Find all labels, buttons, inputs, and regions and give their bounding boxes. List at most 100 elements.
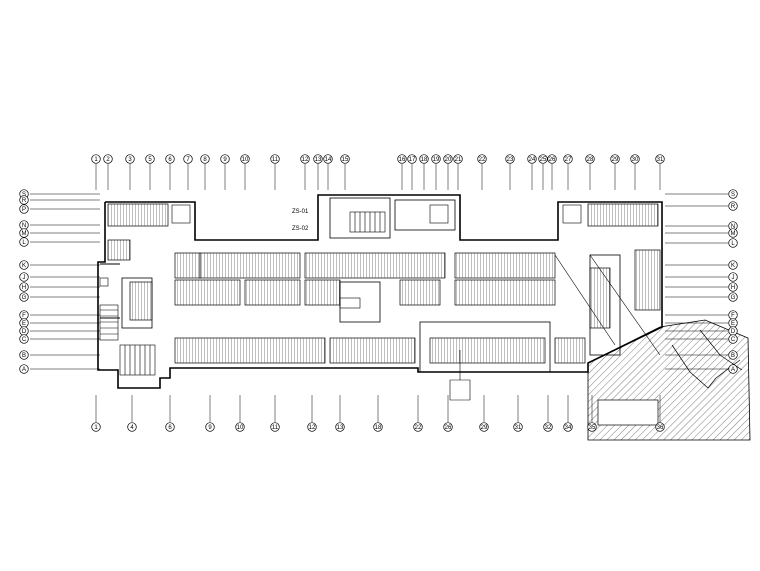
axis-marker-top: 8 <box>200 154 210 164</box>
axis-marker-right-label: B <box>731 353 735 359</box>
axis-marker-left-label: D <box>22 329 27 335</box>
axis-marker-bottom-label: 26 <box>445 425 452 431</box>
axis-marker-top: 31 <box>655 154 665 164</box>
axis-marker-right-label: R <box>731 204 736 210</box>
axis-marker-top-label: 7 <box>186 157 190 163</box>
axis-marker-right-label: K <box>731 263 735 269</box>
axis-marker-top: 3 <box>125 154 135 164</box>
axis-marker-bottom-label: 36 <box>657 425 664 431</box>
axis-marker-bottom: 34 <box>563 422 573 432</box>
parking-stall-row <box>454 252 556 279</box>
axis-marker-right-label: F <box>731 313 735 319</box>
axis-marker-left-label: L <box>22 240 26 246</box>
stair-details <box>99 204 582 401</box>
axis-marker-top: 18 <box>419 154 429 164</box>
parking-stall-row <box>244 279 301 306</box>
axis-marker-bottom: 26 <box>443 422 453 432</box>
axis-marker-left-label: C <box>22 337 27 343</box>
axis-marker-bottom: 13 <box>335 422 345 432</box>
axis-marker-top-label: 28 <box>587 157 594 163</box>
axis-marker-left-label: N <box>22 223 26 229</box>
axis-marker-top-label: 24 <box>529 157 536 163</box>
parking-stall-row <box>107 239 131 261</box>
axis-marker-top: 14 <box>323 154 333 164</box>
axis-marker-right: L <box>728 238 738 248</box>
axis-marker-top: 2 <box>103 154 113 164</box>
axis-marker-bottom: 12 <box>307 422 317 432</box>
axis-marker-right-label: E <box>731 321 735 327</box>
parking-stall-row <box>129 281 153 321</box>
axis-marker-top-label: 27 <box>565 157 572 163</box>
axis-marker-right-label: D <box>731 329 736 335</box>
grid-lines-horizontal <box>30 193 728 370</box>
axis-marker-top: 28 <box>585 154 595 164</box>
axis-marker-top-label: 19 <box>433 157 440 163</box>
parking-stall-row <box>304 279 341 306</box>
axis-marker-top-label: 23 <box>507 157 514 163</box>
axis-marker-top-label: 21 <box>455 157 462 163</box>
parking-stall-row <box>304 252 446 279</box>
axis-marker-right: A <box>728 364 738 374</box>
parking-stall-row <box>587 203 659 227</box>
axis-marker-top: 23 <box>505 154 515 164</box>
building-walls <box>97 194 663 389</box>
axis-marker-top-label: 16 <box>399 157 406 163</box>
axis-marker-left-label: H <box>22 285 26 291</box>
axis-marker-top-label: 18 <box>421 157 428 163</box>
axis-marker-top-label: 26 <box>549 157 556 163</box>
axis-marker-top: 20 <box>443 154 453 164</box>
axis-marker-top-label: 17 <box>409 157 416 163</box>
axis-marker-left-label: B <box>22 353 26 359</box>
axis-marker-bottom: 6 <box>165 422 175 432</box>
axis-marker-bottom-label: 1 <box>94 425 98 431</box>
axis-marker-right-label: N <box>731 224 735 230</box>
axis-marker-left: R <box>19 195 29 205</box>
ramp-curve <box>671 344 741 389</box>
axis-marker-top: 11 <box>270 154 280 164</box>
axis-marker-bottom-label: 18 <box>375 425 382 431</box>
parking-stall-row <box>399 279 441 306</box>
axis-marker-top: 10 <box>240 154 250 164</box>
axis-marker-right-label: H <box>731 285 735 291</box>
axis-marker-right: F <box>728 310 738 320</box>
axis-marker-left-label: A <box>22 367 26 373</box>
axis-marker-bottom: 35 <box>587 422 597 432</box>
axis-marker-left: E <box>19 318 29 328</box>
ramp-box <box>597 399 659 426</box>
axis-marker-left-label: M <box>22 231 27 237</box>
elevation-lower: ZS-02 <box>292 226 309 232</box>
elevation-upper: ZS-01 <box>292 209 309 215</box>
axis-marker-top-label: 31 <box>657 157 664 163</box>
axis-marker-left: G <box>19 292 29 302</box>
axis-marker-left-label: R <box>22 198 27 204</box>
axis-marker-right: D <box>728 326 738 336</box>
axis-marker-bottom: 18 <box>373 422 383 432</box>
axis-marker-right: M <box>728 228 738 238</box>
axis-marker-right: S <box>728 189 738 199</box>
axis-marker-top: 15 <box>340 154 350 164</box>
axis-marker-top: 30 <box>630 154 640 164</box>
axis-marker-top-label: 11 <box>272 157 279 163</box>
axis-marker-top: 25 <box>538 154 548 164</box>
axis-marker-top-label: 29 <box>612 157 619 163</box>
axis-marker-right-label: A <box>731 367 735 373</box>
axis-marker-right-label: C <box>731 337 736 343</box>
axis-marker-left-label: P <box>22 207 26 213</box>
axis-marker-top: 6 <box>165 154 175 164</box>
parking-stall-row <box>174 279 241 306</box>
axis-marker-top-label: 25 <box>540 157 547 163</box>
axis-marker-right: R <box>728 201 738 211</box>
axis-marker-left: K <box>19 260 29 270</box>
parking-stall-row <box>329 337 416 364</box>
axis-marker-top-label: 20 <box>445 157 452 163</box>
axis-marker-top-label: 22 <box>479 157 486 163</box>
axis-marker-top-label: 2 <box>106 157 110 163</box>
axis-marker-top-label: 10 <box>242 157 249 163</box>
axis-marker-right-label: S <box>731 192 735 198</box>
parking-stall-row <box>107 203 169 227</box>
axis-marker-top: 9 <box>220 154 230 164</box>
axis-marker-top-label: 12 <box>302 157 309 163</box>
axis-marker-bottom-label: 11 <box>272 425 279 431</box>
